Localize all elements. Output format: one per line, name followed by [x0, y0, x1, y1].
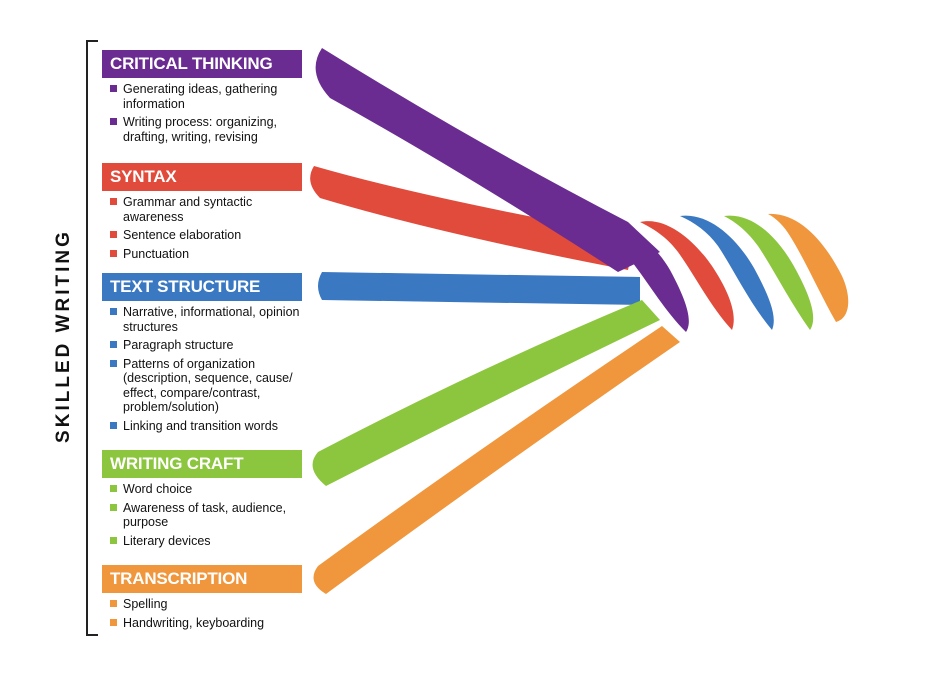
list-item-label: Awareness of task, audience, purpose — [123, 500, 287, 530]
list-item: Grammar and syntactic awareness — [110, 195, 303, 224]
list-item-label: Narrative, informational, opinion struct… — [123, 305, 300, 334]
bullet-icon — [110, 341, 117, 348]
list-item-label: Paragraph structure — [123, 338, 234, 352]
list-item-label: Writing process: organizing, drafting, w… — [123, 115, 278, 144]
bullet-icon — [110, 249, 117, 257]
list-item-label: Generating ideas, gathering information — [123, 82, 278, 111]
bullet-icon — [110, 503, 117, 511]
list-item-label: Handwriting, keyboarding — [123, 615, 265, 630]
bullet-icon — [110, 359, 117, 367]
rope-twist-blue — [680, 215, 774, 330]
rope-twist-orange — [768, 213, 849, 322]
list-item: Narrative, informational, opinion struct… — [110, 305, 303, 334]
list-item: Paragraph structure — [110, 338, 303, 353]
rope-twist-purple — [608, 230, 689, 332]
category-syntax: SYNTAX Grammar and syntactic awareness S… — [102, 163, 302, 265]
bullet-icon — [110, 421, 117, 429]
list-item: Patterns of organization (description, s… — [110, 357, 303, 415]
category-text-structure: TEXT STRUCTURE Narrative, informational,… — [102, 273, 302, 437]
category-list: Grammar and syntactic awareness Sentence… — [102, 195, 302, 261]
bullet-icon — [110, 618, 117, 626]
category-critical-thinking: CRITICAL THINKING Generating ideas, gath… — [102, 50, 302, 148]
list-item: Literary devices — [110, 534, 303, 549]
bullet-icon — [110, 600, 117, 607]
category-list: Generating ideas, gathering information … — [102, 82, 302, 144]
list-item: Linking and transition words — [110, 419, 303, 434]
strand-text-structure — [318, 272, 640, 305]
list-item-label: Grammar and syntactic awareness — [123, 195, 253, 224]
list-item-label: Word choice — [123, 482, 193, 496]
category-header: TRANSCRIPTION — [102, 565, 302, 593]
skilled-writing-bracket — [86, 40, 98, 636]
list-item: Handwriting, keyboarding — [110, 616, 303, 631]
rope-twist-red — [640, 221, 734, 330]
list-item: Generating ideas, gathering information — [110, 82, 303, 111]
bullet-icon — [110, 485, 117, 492]
strand-critical-thinking — [315, 48, 660, 272]
bullet-icon — [110, 85, 117, 92]
list-item: Spelling — [110, 597, 303, 612]
list-item-label: Literary devices — [123, 533, 211, 548]
category-list: Word choice Awareness of task, audience,… — [102, 482, 302, 548]
list-item-label: Linking and transition words — [123, 418, 278, 433]
category-header: CRITICAL THINKING — [102, 50, 302, 78]
list-item-label: Patterns of organization (description, s… — [123, 356, 293, 415]
bullet-icon — [110, 231, 117, 238]
rope-twist-green — [724, 215, 814, 330]
list-item-label: Punctuation — [123, 246, 190, 261]
category-list: Spelling Handwriting, keyboarding — [102, 597, 302, 630]
category-writing-craft: WRITING CRAFT Word choice Awareness of t… — [102, 450, 302, 552]
list-item: Sentence elaboration — [110, 228, 303, 243]
bullet-icon — [110, 308, 117, 315]
bullet-icon — [110, 198, 117, 205]
category-header: SYNTAX — [102, 163, 302, 191]
bullet-icon — [110, 118, 117, 125]
list-item: Word choice — [110, 482, 303, 497]
list-item-label: Sentence elaboration — [123, 228, 242, 242]
bullet-icon — [110, 536, 117, 544]
list-item: Writing process: organizing, drafting, w… — [110, 115, 303, 144]
category-header: TEXT STRUCTURE — [102, 273, 302, 301]
strand-writing-craft — [312, 300, 660, 486]
strand-syntax — [310, 166, 635, 270]
category-header: WRITING CRAFT — [102, 450, 302, 478]
list-item-label: Spelling — [123, 597, 168, 611]
category-transcription: TRANSCRIPTION Spelling Handwriting, keyb… — [102, 565, 302, 634]
strand-transcription — [313, 326, 680, 594]
category-list: Narrative, informational, opinion struct… — [102, 305, 302, 433]
list-item: Awareness of task, audience, purpose — [110, 501, 303, 530]
list-item: Punctuation — [110, 247, 303, 262]
